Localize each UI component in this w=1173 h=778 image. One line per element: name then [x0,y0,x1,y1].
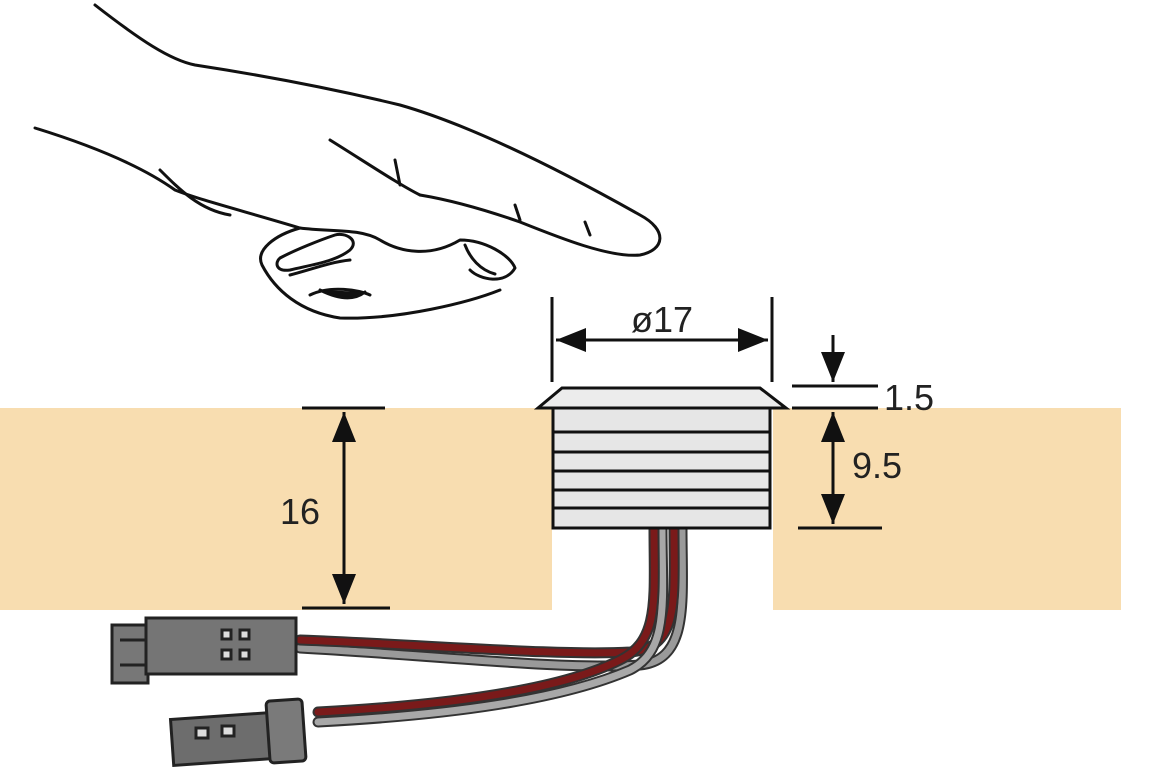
connector-bottom [168,697,308,768]
flange-height-label: 1.5 [884,377,934,418]
hand-icon [33,3,662,320]
panel-left [0,408,552,610]
body-depth-label: 9.5 [852,445,902,486]
touch-switch [533,386,791,530]
diameter-label: ø17 [631,299,693,340]
wires [294,522,688,728]
connector-top [110,616,298,685]
dimension-lines [302,297,882,610]
panel-right [773,408,1121,610]
panel-thickness-label: 16 [280,491,320,532]
